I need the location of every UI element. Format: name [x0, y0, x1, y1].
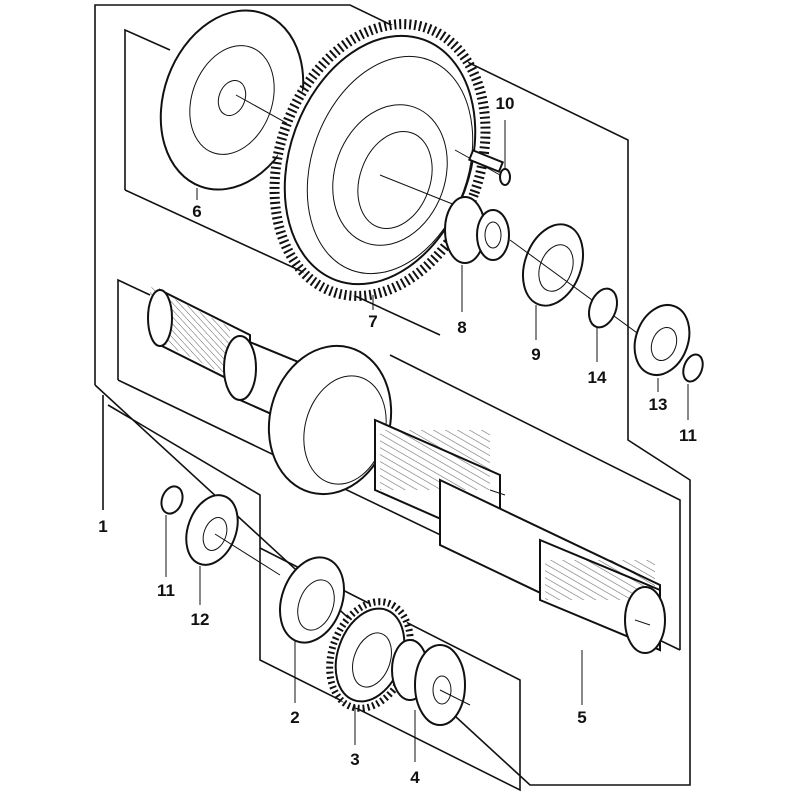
gear-group-frame: [124, 28, 171, 190]
shaft-group-frame: [117, 278, 151, 380]
shaft-frame-right: [389, 354, 681, 650]
label-part-4: 4: [410, 768, 420, 787]
label-part-9: 9: [531, 345, 541, 364]
part-11-washer-left: [160, 485, 184, 577]
label-part-11-right: 11: [679, 426, 697, 445]
part-4-collar: [391, 639, 471, 762]
part-2-bearing: [279, 556, 345, 703]
part-14-circlip: [587, 287, 619, 362]
gear-group-frame-line: [124, 189, 441, 336]
label-part-14: 14: [587, 368, 607, 387]
assembly-frame-outer: [94, 4, 691, 786]
part-9-bearing: [509, 223, 641, 340]
part-12-seal: [185, 494, 281, 605]
label-part-1: 1: [98, 517, 108, 536]
label-part-8: 8: [457, 318, 467, 337]
label-part-5: 5: [577, 708, 587, 727]
part-13-seal: [633, 304, 691, 392]
label-part-2: 2: [290, 708, 300, 727]
part-3-sprocket: [326, 598, 414, 745]
part-5-main-shaft: [147, 286, 666, 705]
part-10-bolt: [454, 120, 511, 186]
part-7-ring-gear: [269, 19, 491, 310]
label-part-11-left: 11: [157, 581, 175, 600]
lower-group-frame: [107, 404, 521, 792]
label-part-3: 3: [350, 750, 360, 769]
part-8-hub: [444, 196, 510, 312]
label-part-6: 6: [192, 202, 202, 221]
label-part-13: 13: [648, 395, 668, 414]
label-part-12: 12: [190, 610, 210, 629]
label-part-10: 10: [495, 94, 515, 113]
label-part-7: 7: [368, 312, 378, 331]
part-11-washer-right: [682, 353, 704, 420]
